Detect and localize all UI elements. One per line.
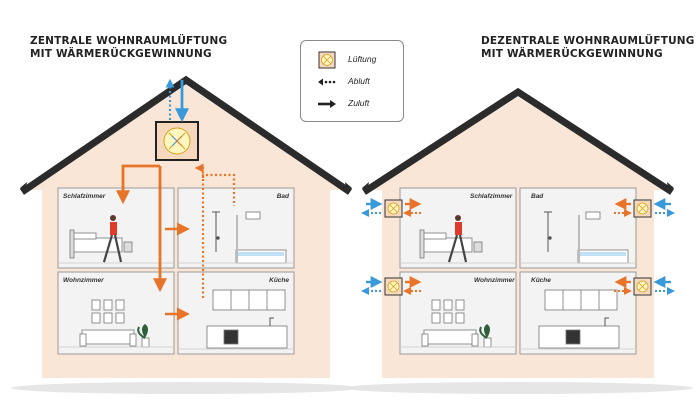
supply-air-arrow-icon	[318, 100, 336, 108]
airflow-wohnzimmer	[361, 276, 422, 295]
label-kueche: Küche	[269, 277, 289, 284]
legend-row-lueftung: Lüftung	[301, 51, 403, 69]
kitchen-cabinets-icon	[206, 289, 288, 349]
bed-icon-right	[419, 229, 483, 259]
kitchen-cabinets-icon-right	[538, 289, 620, 349]
decentral-unit-kueche	[633, 277, 652, 296]
label-kueche-right: Küche	[531, 277, 551, 284]
decentral-unit-bad	[633, 199, 652, 218]
legend-row-zuluft: Zuluft	[301, 95, 403, 113]
ground-shadow-right	[343, 382, 693, 394]
legend-label-zuluft: Zuluft	[348, 98, 370, 108]
duct-supply-schlafzimmer	[116, 164, 160, 205]
title-left-line1: ZENTRALE WOHNRAUMLÜFTUNG	[30, 35, 228, 47]
label-schlafzimmer: Schlafzimmer	[63, 193, 106, 200]
picture-frames-icon	[91, 299, 125, 324]
house-decentral: Schlafzimmer Bad Wohnzimmer Küche	[361, 87, 675, 378]
house-left-roof	[20, 75, 352, 195]
title-right-line1: DEZENTRALE WOHNRAUMLÜFTUNG	[481, 35, 695, 47]
house-central: Schlafzimmer Bad Wohnzimmer Küche	[20, 75, 352, 378]
person-icon	[102, 215, 123, 263]
house-right-roof	[362, 87, 674, 195]
shower-icon-right	[544, 211, 552, 252]
shower-icon	[212, 211, 220, 252]
decentral-unit-schlafzimmer	[384, 199, 403, 218]
label-wohnzimmer: Wohnzimmer	[63, 277, 104, 284]
faucet-icon	[269, 317, 274, 326]
airflow-schlafzimmer	[361, 198, 422, 217]
bathtub-icon-right	[577, 211, 629, 264]
ventilation-unit-icon	[318, 51, 336, 69]
legend-label-abluft: Abluft	[348, 76, 370, 86]
sofa-icon-right	[421, 329, 479, 347]
sofa-icon	[79, 329, 137, 347]
label-bad: Bad	[277, 193, 290, 200]
legend: Lüftung Abluft Zuluft	[300, 40, 404, 122]
duct-extract-to-unit	[194, 163, 205, 178]
plant-icon-right	[479, 324, 492, 348]
airflow-bad	[614, 198, 675, 217]
faucet-icon-right	[604, 317, 609, 326]
ground-shadow-left	[11, 382, 361, 394]
label-schlafzimmer-right: Schlafzimmer	[470, 193, 513, 200]
central-ventilation-unit-icon	[155, 121, 199, 161]
person-icon-right	[447, 215, 468, 263]
decentral-unit-wohnzimmer	[384, 277, 403, 296]
bathtub-icon	[235, 211, 287, 264]
label-wohnzimmer-right: Wohnzimmer	[474, 277, 515, 284]
legend-label-lueftung: Lüftung	[348, 54, 377, 64]
title-decentral-ventilation: DEZENTRALE WOHNRAUMLÜFTUNG MIT WÄRMERÜCK…	[481, 35, 695, 61]
title-right-line2: MIT WÄRMERÜCKGEWINNUNG	[481, 48, 663, 60]
title-central-ventilation: ZENTRALE WOHNRAUMLÜFTUNG MIT WÄRMERÜCKGE…	[30, 35, 227, 61]
picture-frames-icon-right	[431, 299, 465, 324]
label-bad-right: Bad	[531, 193, 544, 200]
airflow-kueche	[614, 276, 675, 295]
title-left-line2: MIT WÄRMERÜCKGEWINNUNG	[30, 48, 212, 60]
exhaust-air-arrow-icon	[318, 78, 336, 86]
legend-row-abluft: Abluft	[301, 73, 403, 91]
plant-icon	[137, 324, 150, 348]
